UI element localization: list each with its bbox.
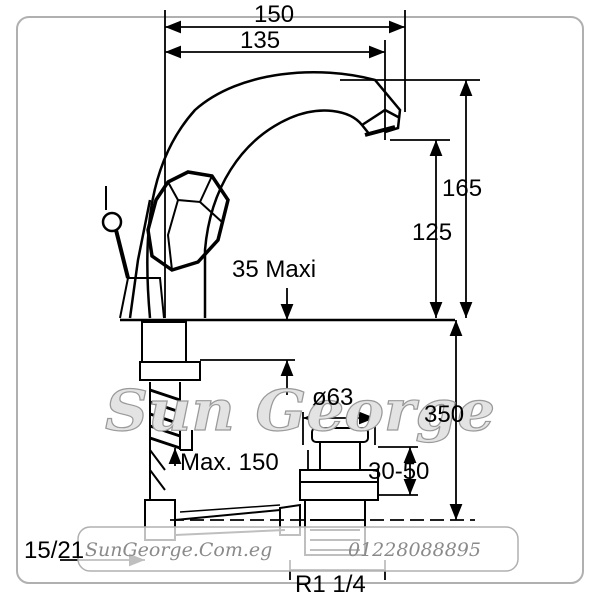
dim-width-overall: 150 [254, 1, 294, 28]
watermark-website: SunGeorge.Com.eg [85, 539, 272, 561]
dim-height-spout: 125 [412, 219, 452, 246]
dim-deck-thickness: 35 Maxi [232, 256, 316, 283]
dim-pipe-size: 15/21 [24, 537, 84, 564]
below-deck-assembly [139, 321, 379, 556]
drawing-frame [16, 16, 584, 584]
watermark-footer-bar [77, 526, 519, 572]
dim-flex-hose: Max. 150 [180, 449, 279, 476]
dim-depth-total: 350 [424, 401, 464, 428]
dim-height-overall: 165 [442, 175, 482, 202]
watermark-brand: Sun George [105, 378, 495, 444]
dim-width-spout: 135 [240, 27, 280, 54]
dimension-lines [60, 10, 480, 580]
faucet-body [101, 70, 455, 322]
dim-drain-thread: R1 1/4 [295, 571, 366, 598]
watermark-phone: 01228088895 [348, 539, 481, 561]
dim-drain-diameter: ø63 [312, 384, 353, 411]
dim-drain-range: 30-50 [368, 458, 429, 485]
